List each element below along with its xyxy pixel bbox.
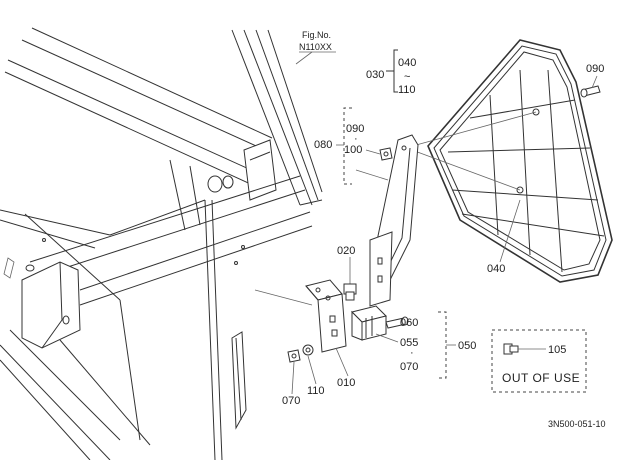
bracket-dot-1: · <box>354 133 358 145</box>
callout-030-range-tilde: ~ <box>404 71 410 83</box>
bolt-020: 020 <box>337 245 357 301</box>
callout-050[interactable]: 050 <box>458 340 476 352</box>
callout-060[interactable]: 060 <box>400 317 418 329</box>
callout-110-bottom[interactable]: 110 <box>307 385 325 397</box>
wire-guard-040: 090 040 <box>427 39 613 283</box>
hinge-block-055: 060 055 · 070 050 <box>351 305 476 379</box>
leader-080-upper <box>397 111 537 151</box>
callout-030-group: 030 040 ~ 110 <box>366 49 416 96</box>
leader-080-lower <box>411 149 521 191</box>
machine-frame <box>0 27 323 460</box>
plate-010: 010 <box>305 279 355 389</box>
callout-105[interactable]: 105 <box>548 344 566 356</box>
callout-080[interactable]: 080 <box>314 139 332 151</box>
out-of-use-box: 105 OUT OF USE <box>491 329 587 393</box>
bracket-dot-2: · <box>410 347 414 359</box>
nuts-bottom: 070 110 <box>282 344 325 407</box>
callout-070-bottom[interactable]: 070 <box>282 395 300 407</box>
callout-070-bracket[interactable]: 070 <box>400 361 418 373</box>
callout-090-bracket[interactable]: 090 <box>346 123 364 135</box>
callout-030-range-start[interactable]: 040 <box>398 57 416 69</box>
callout-090-right[interactable]: 090 <box>586 63 604 75</box>
callout-100[interactable]: 100 <box>344 144 362 156</box>
document-code: 3N500-051-10 <box>548 419 606 429</box>
callout-040[interactable]: 040 <box>487 263 505 275</box>
callout-030[interactable]: 030 <box>366 69 384 81</box>
callout-020[interactable]: 020 <box>337 245 355 257</box>
fig-no-label: Fig.No. <box>302 30 331 40</box>
fig-no-value: N110XX <box>299 42 332 52</box>
callout-010[interactable]: 010 <box>337 377 355 389</box>
mount-bracket-080: 080 090 · 100 <box>314 107 419 307</box>
figure-number: Fig.No. N110XX <box>295 30 336 65</box>
callout-055[interactable]: 055 <box>400 337 418 349</box>
out-of-use-label: OUT OF USE <box>502 371 580 385</box>
callout-030-range-end[interactable]: 110 <box>398 84 416 96</box>
